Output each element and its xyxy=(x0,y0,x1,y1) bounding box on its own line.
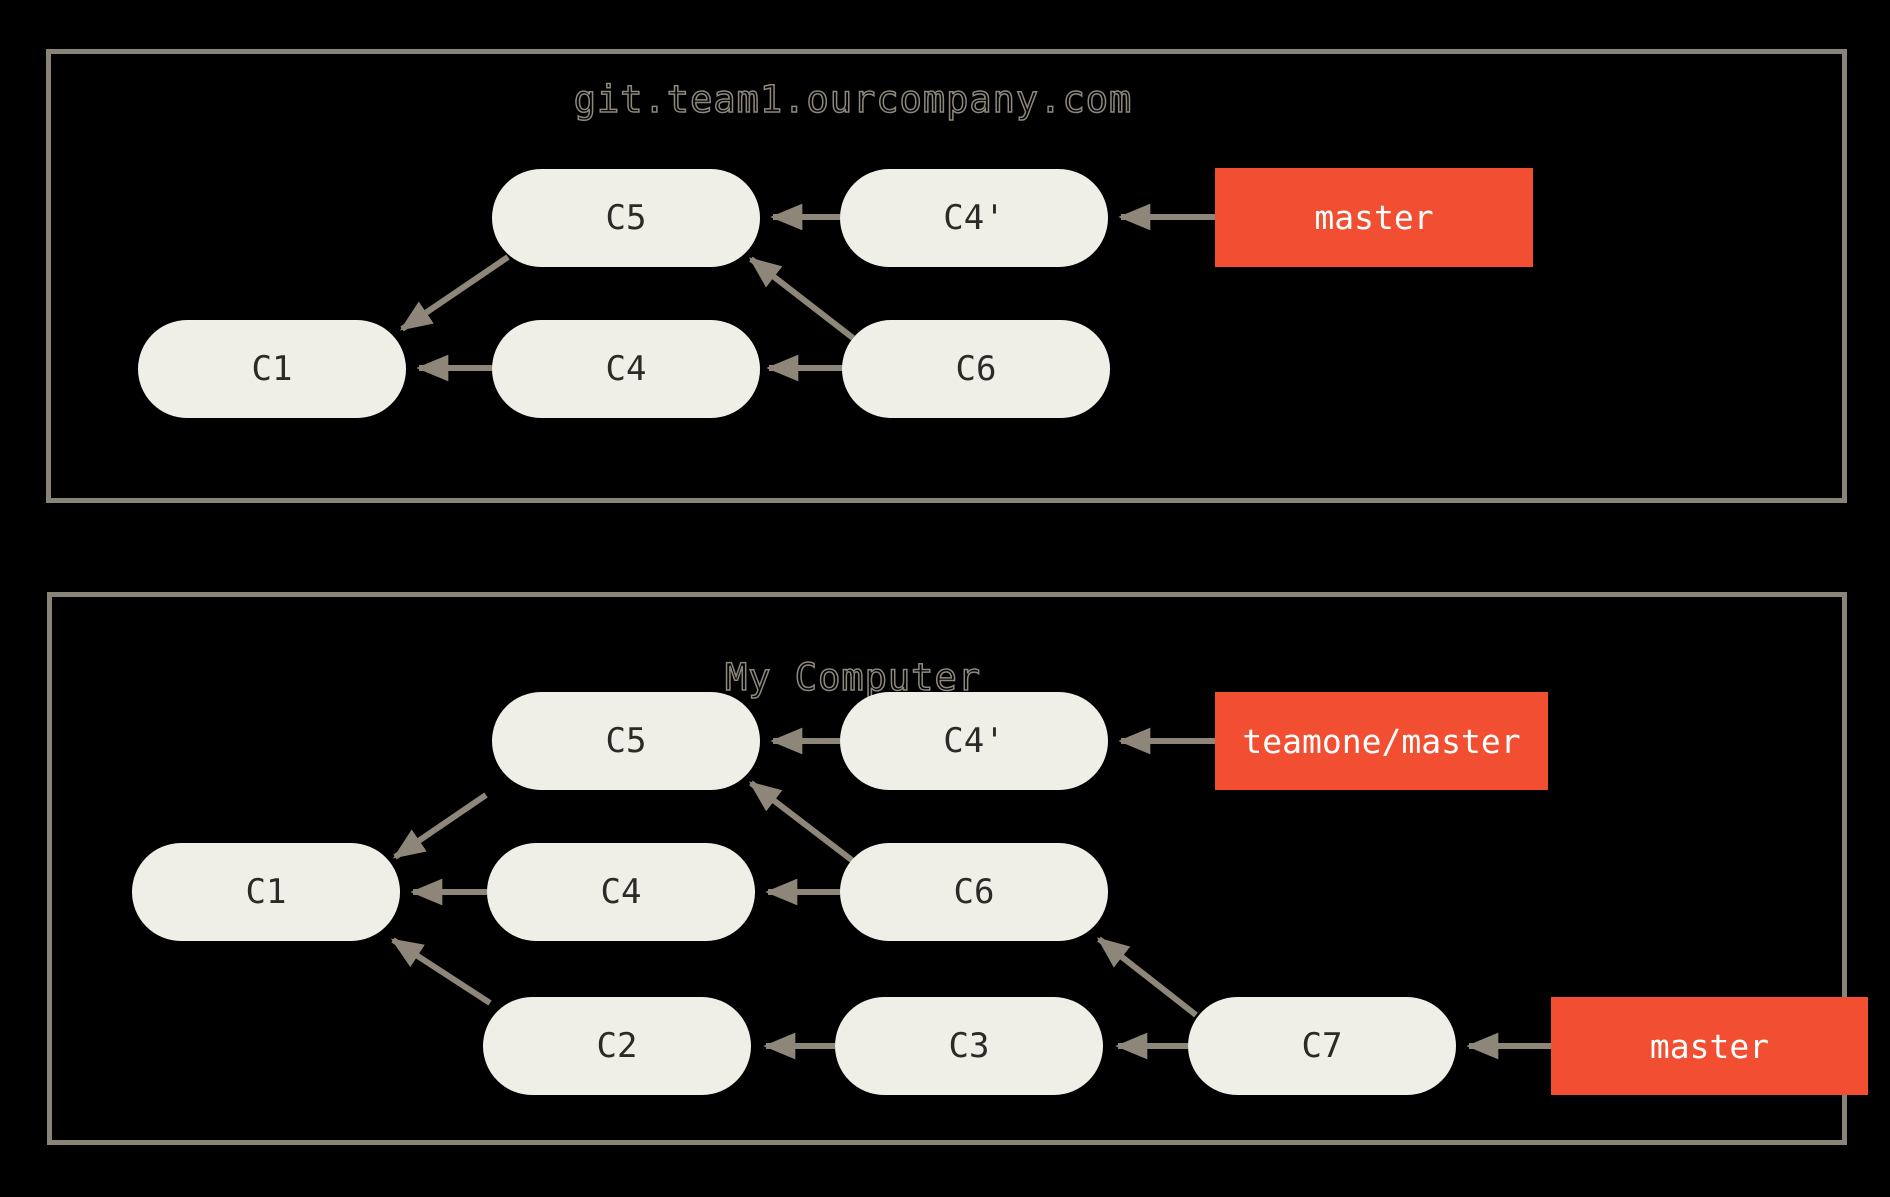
local-commit-node-c6: C6 xyxy=(840,843,1108,941)
local-branch-label-teamone-master: teamone/master xyxy=(1215,692,1548,790)
remote-commit-node-c4: C4 xyxy=(492,320,760,418)
remote-branch-label-master: master xyxy=(1215,168,1533,267)
local-commit-node-c7: C7 xyxy=(1188,997,1456,1095)
local-commit-node-c5: C5 xyxy=(492,692,760,790)
local-commit-node-c2: C2 xyxy=(483,997,751,1095)
remote-commit-node-c1: C1 xyxy=(138,320,406,418)
local-commit-node-c4-prime: C4' xyxy=(840,692,1108,790)
local-commit-node-c1: C1 xyxy=(132,843,400,941)
remote-commit-node-c5: C5 xyxy=(492,169,760,267)
local-commit-node-c4: C4 xyxy=(487,843,755,941)
local-repo-frame xyxy=(47,592,1847,1145)
remote-repo-title: git.team1.ourcompany.com xyxy=(573,77,1133,122)
remote-commit-node-c4-prime: C4' xyxy=(840,169,1108,267)
local-branch-label-master: master xyxy=(1551,997,1868,1095)
local-commit-node-c3: C3 xyxy=(835,997,1103,1095)
remote-repo-frame xyxy=(46,49,1847,503)
remote-commit-node-c6: C6 xyxy=(842,320,1110,418)
